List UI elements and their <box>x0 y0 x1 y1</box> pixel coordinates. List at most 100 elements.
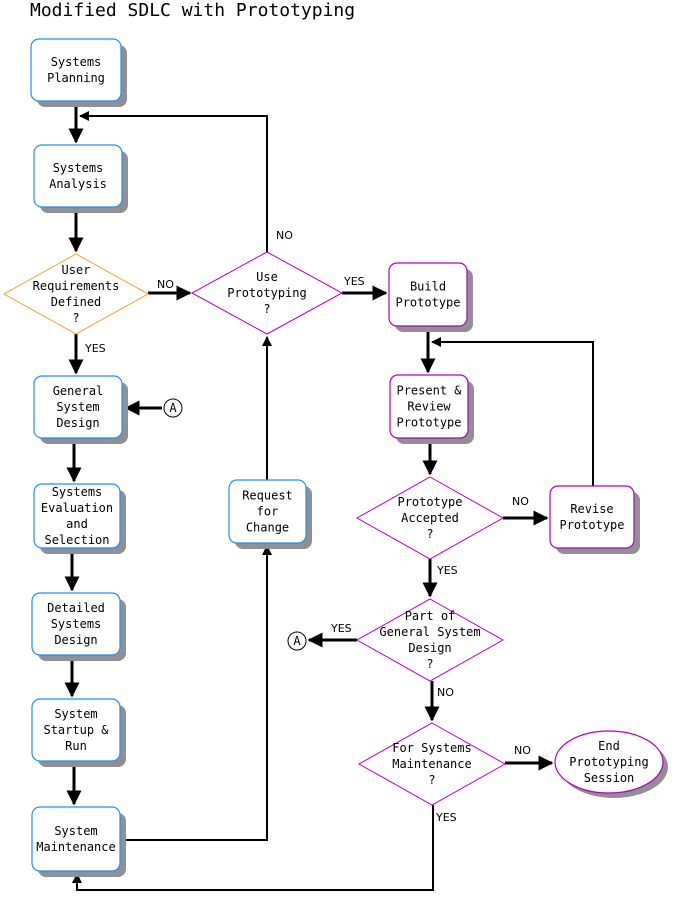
end-session-text: Session <box>584 771 635 785</box>
label-yes-accepted: YES <box>436 564 458 577</box>
arrow-revise-to-present <box>431 337 594 486</box>
general-system-design-text: Design <box>56 416 99 430</box>
node-box <box>388 262 468 327</box>
node-box <box>30 38 122 102</box>
systems-analysis-text: Analysis <box>49 177 107 191</box>
end-session-text: End <box>598 739 620 753</box>
present-review-text: Prototype <box>396 416 461 430</box>
label-yes-partof: YES <box>330 622 352 635</box>
node-box <box>33 144 123 208</box>
system-maintenance-text: System <box>54 824 97 838</box>
connector-label: A <box>293 634 301 648</box>
revise-prototype-text: Prototype <box>559 518 624 532</box>
system-startup-text: System <box>54 707 97 721</box>
end-session-text: Prototyping <box>569 755 648 769</box>
request-for-change-text: Request <box>242 489 293 503</box>
systems-evaluation-text: and <box>66 517 88 531</box>
decision-shape <box>355 476 505 560</box>
prototype-accepted-text: Accepted <box>401 511 459 525</box>
revise-prototype-text: Revise <box>570 502 613 516</box>
detailed-systems-design-text: Design <box>54 633 97 647</box>
decision-shape <box>357 722 507 806</box>
build-prototype-text: Prototype <box>395 296 460 310</box>
system-maintenance-text: Maintenance <box>36 840 115 854</box>
node-box <box>33 375 123 439</box>
connector-circle <box>163 398 183 418</box>
decision-shape <box>2 253 150 335</box>
arrow-noprototype-to-analysis <box>79 111 268 252</box>
part-of-gsd-text: Design <box>408 641 451 655</box>
systems-evaluation-text: Evaluation <box>41 501 113 515</box>
label-no-maintenance: NO <box>514 744 531 757</box>
detailed-systems-design-text: Systems <box>51 617 102 631</box>
for-maintenance-text: For Systems <box>392 741 471 755</box>
node-box <box>549 485 635 549</box>
prototype-accepted-text: ? <box>426 527 433 541</box>
connector-circle <box>287 631 307 651</box>
prototype-accepted-text: Prototype <box>397 495 462 509</box>
node-box <box>228 479 307 544</box>
part-of-gsd-text: ? <box>426 657 433 671</box>
request-for-change-text: Change <box>246 521 289 535</box>
arrow-maintenance-yes <box>72 805 434 891</box>
system-startup-text: Run <box>65 739 87 753</box>
label-yes-prototyping: YES <box>343 275 365 288</box>
node-box <box>389 374 469 439</box>
systems-planning-text: Planning <box>47 71 105 85</box>
label-no-prototyping: NO <box>276 229 293 242</box>
system-startup-text: Startup & <box>43 723 109 737</box>
label-no-requirements: NO <box>157 278 174 291</box>
arrow-maintenance-to-request <box>120 545 272 841</box>
user-requirements-text: ? <box>72 311 79 325</box>
node-box <box>33 483 121 549</box>
general-system-design-text: System <box>56 400 99 414</box>
diagram-title: Modified SDLC with Prototyping <box>30 0 356 21</box>
present-review-text: Review <box>407 400 451 414</box>
node-box <box>31 592 121 656</box>
label-yes-maintenance: YES <box>435 811 457 824</box>
for-maintenance-text: ? <box>428 773 435 787</box>
user-requirements-text: Requirements <box>33 279 120 293</box>
detailed-systems-design-text: Detailed <box>47 601 105 615</box>
systems-evaluation-text: Systems <box>52 485 103 499</box>
label-no-partof: NO <box>437 686 454 699</box>
build-prototype-text: Build <box>410 280 446 294</box>
request-for-change-text: for <box>257 505 279 519</box>
systems-evaluation-text: Selection <box>44 533 109 547</box>
connector-a-right: A <box>287 631 307 651</box>
use-prototyping-text: Prototyping <box>227 286 306 300</box>
node-box <box>31 698 121 762</box>
connector-label: A <box>169 401 177 415</box>
use-prototyping-text: ? <box>263 302 270 316</box>
decision-shape <box>355 598 505 682</box>
general-system-design-text: General <box>53 384 104 398</box>
user-requirements-text: User <box>62 263 91 277</box>
part-of-gsd-text: General System <box>379 625 480 639</box>
present-review-text: Present & <box>396 384 462 398</box>
terminal-shape <box>554 730 664 794</box>
nodes: SystemsPlanningSystemsAnalysisUserRequir… <box>2 38 668 877</box>
for-maintenance-text: Maintenance <box>392 757 471 771</box>
systems-analysis-text: Systems <box>53 161 104 175</box>
label-no-accepted: NO <box>512 495 529 508</box>
user-requirements-text: Defined <box>51 295 102 309</box>
systems-planning-text: Systems <box>51 55 102 69</box>
